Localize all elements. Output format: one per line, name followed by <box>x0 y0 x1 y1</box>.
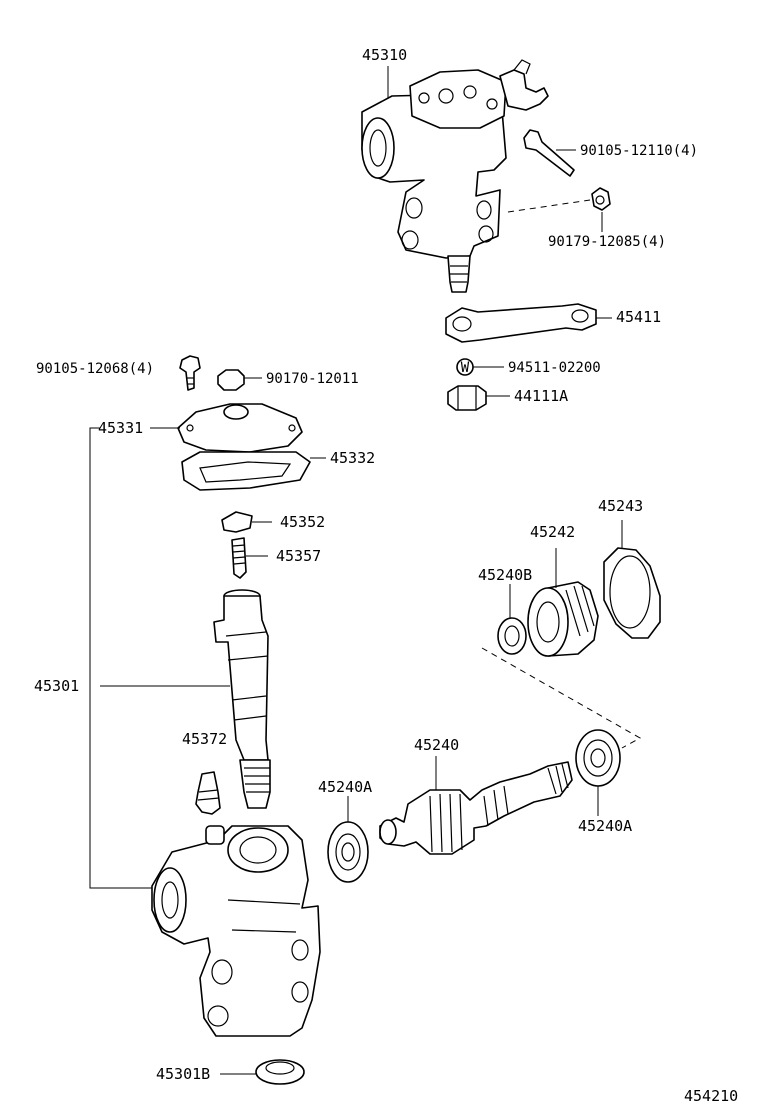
label-cover-bolt: 90105-12068(4) <box>36 361 154 377</box>
cover-gasket-drawing <box>181 451 326 491</box>
arm-nut-drawing <box>447 385 510 411</box>
label-45310: 45310 <box>362 46 407 64</box>
valve-assembly-drawing <box>379 756 573 855</box>
label-bearing-right: 45240A <box>578 817 632 835</box>
lock-nut-drawing <box>603 520 661 639</box>
bearing-left-drawing <box>327 796 369 883</box>
label-housing-assembly: 45301 <box>34 677 79 695</box>
label-washer: 94511-02200 <box>508 360 601 376</box>
adjust-screw-drawing <box>231 537 268 579</box>
label-seal-ring: 45242 <box>530 523 575 541</box>
sector-shaft-drawing <box>213 589 271 809</box>
bearing-right-drawing <box>575 729 621 816</box>
label-cover-gasket: 45332 <box>330 449 375 467</box>
pitman-arm-drawing <box>445 303 612 343</box>
label-bearing-seal-b: 45240B <box>478 566 532 584</box>
bolt-upper-drawing <box>523 129 576 177</box>
side-cover-drawing <box>150 403 303 453</box>
adjust-plate-drawing <box>221 511 272 533</box>
label-bleeder-plug: 45372 <box>182 730 227 748</box>
cover-nut-drawing <box>217 369 262 391</box>
label-valve-assembly: 45240 <box>414 736 459 754</box>
label-lock-nut: 45243 <box>598 497 643 515</box>
steering-gear-assembly-drawing <box>361 59 549 293</box>
label-side-cover: 45331 <box>98 419 143 437</box>
gear-housing-drawing <box>151 825 321 1037</box>
label-cover-nut: 90170-12011 <box>266 371 359 387</box>
label-oil-seal: 45301B <box>156 1065 210 1083</box>
label-bearing-left: 45240A <box>318 778 372 796</box>
label-adjust-plate: 45352 <box>280 513 325 531</box>
label-bolt-upper: 90105-12110(4) <box>580 143 698 159</box>
assembly-dashed-line <box>481 647 642 749</box>
cover-bolt-drawing <box>179 355 201 391</box>
washer-drawing: W <box>456 358 504 376</box>
bearing-seal-b-drawing <box>497 584 527 655</box>
label-arm-nut: 44111A <box>514 387 568 405</box>
oil-seal-drawing <box>220 1059 305 1085</box>
label-adjust-screw: 45357 <box>276 547 321 565</box>
housing-bracket-lines <box>89 427 230 889</box>
label-pitman-arm: 45411 <box>616 308 661 326</box>
label-nut-upper: 90179-12085(4) <box>548 234 666 250</box>
diagram-number: 454210 <box>684 1087 738 1105</box>
nut-upper-drawing <box>507 187 611 232</box>
bleeder-plug-drawing <box>195 771 221 815</box>
washer-mark-text: W <box>461 360 470 376</box>
seal-ring-drawing <box>527 548 599 657</box>
